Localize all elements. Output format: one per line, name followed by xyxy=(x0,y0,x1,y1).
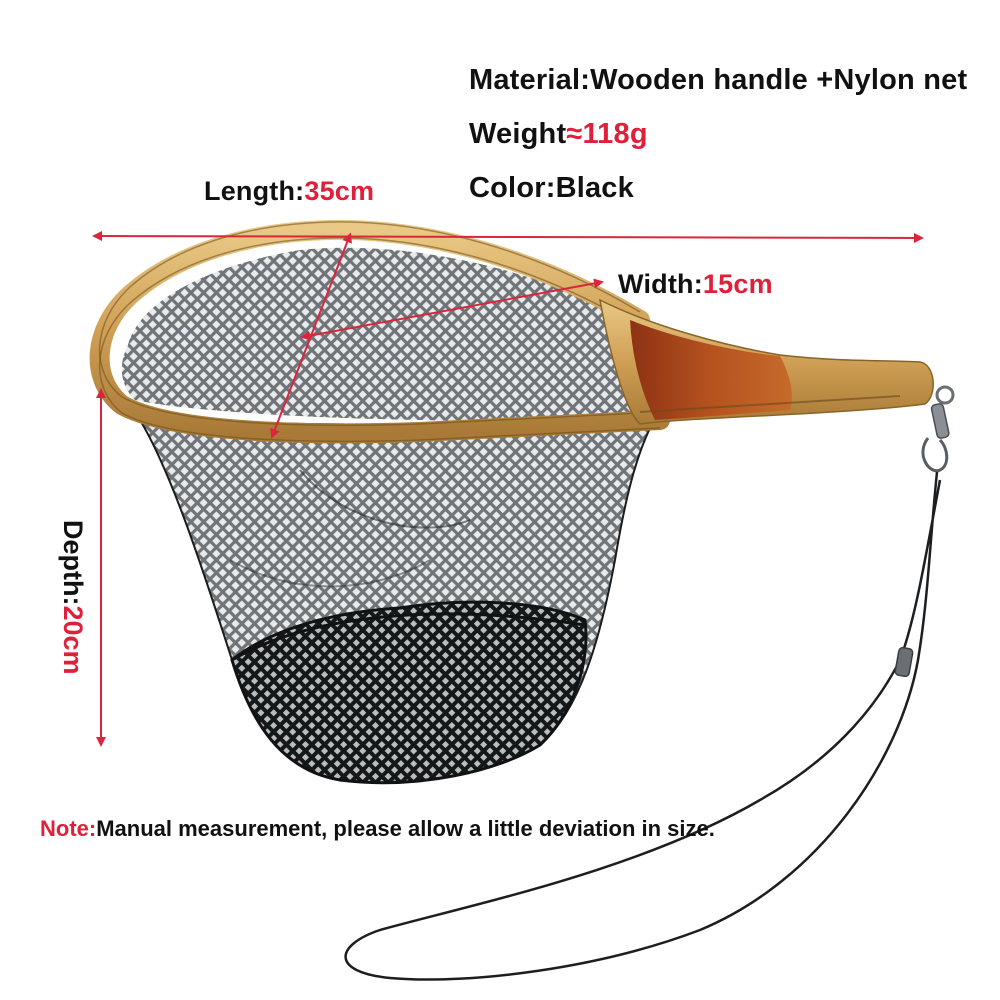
color-value: Black xyxy=(555,172,634,204)
material-spec: Material:Wooden handle +Nylon net xyxy=(469,64,967,97)
handle-inlay xyxy=(630,320,792,420)
length-dimension: Length:35cm xyxy=(204,176,374,207)
lanyard-cord xyxy=(344,471,942,981)
width-diagonal-arrow-2 xyxy=(300,278,604,341)
length-value: 35cm xyxy=(304,176,375,206)
note-text: Manual measurement, please allow a littl… xyxy=(96,816,715,841)
net-bottom xyxy=(230,600,588,785)
weight-value: ≈118g xyxy=(566,118,648,150)
weight-label: Weight xyxy=(469,118,567,150)
net-hoop-fill xyxy=(121,247,661,425)
depth-value: 20cm xyxy=(58,605,88,675)
length-arrow xyxy=(92,231,924,243)
width-dimension: Width:15cm xyxy=(618,269,773,300)
length-label: Length: xyxy=(204,176,305,206)
wooden-hoop xyxy=(89,219,670,444)
color-label: Color: xyxy=(469,172,556,204)
depth-dimension: Depth:20cm xyxy=(57,520,88,675)
material-value: Wooden handle +Nylon net xyxy=(590,64,968,96)
weight-spec: Weight≈118g xyxy=(469,118,648,151)
material-label: Material: xyxy=(469,64,591,96)
width-value: 15cm xyxy=(702,269,773,299)
note: Note:Manual measurement, please allow a … xyxy=(40,816,715,842)
color-spec: Color:Black xyxy=(469,172,634,205)
note-label: Note: xyxy=(40,816,97,841)
width-label: Width: xyxy=(618,269,703,299)
depth-label: Depth: xyxy=(58,520,88,606)
swivel-clip-icon xyxy=(921,385,955,473)
